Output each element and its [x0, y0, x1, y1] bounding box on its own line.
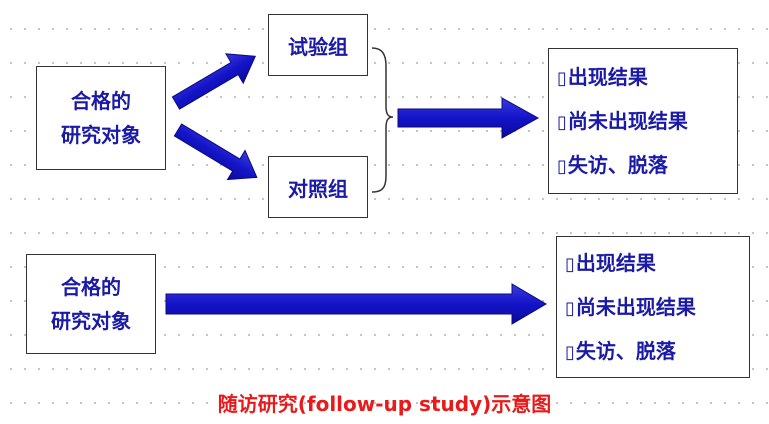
bottom-outcome-2: ▯尚未出现结果: [565, 285, 749, 329]
bottom-outcome-3: ▯失访、脱落: [565, 329, 749, 373]
top-outcome-3-label: 失访、脱落: [567, 153, 668, 177]
top-outcome-1: ▯出现结果: [557, 55, 737, 99]
experimental-group-box: 试验组: [268, 14, 368, 76]
top-eligible-subjects-box: 合格的 研究对象: [36, 66, 166, 170]
top-outcome-3: ▯失访、脱落: [557, 143, 737, 187]
bottom-outcome-1-label: 出现结果: [575, 251, 656, 275]
outcome-bullet: ▯: [565, 342, 575, 363]
bottom-outcome-2-label: 尚未出现结果: [575, 295, 696, 319]
arrow-to-control-group: [173, 123, 258, 181]
top-outcome-2-label: 尚未出现结果: [567, 109, 688, 133]
top-outcome-1-label: 出现结果: [567, 65, 648, 89]
control-group-box: 对照组: [268, 156, 368, 218]
bottom-outcome-3-label: 失访、脱落: [575, 339, 676, 363]
outcome-bullet: ▯: [557, 112, 567, 133]
bottom-subject-line-1: 合格的: [61, 275, 121, 299]
top-subject-line-1: 合格的: [71, 89, 131, 113]
diagram-caption: 随访研究(follow-up study)示意图: [217, 392, 552, 416]
bottom-outcomes-box: ▯出现结果 ▯尚未出现结果 ▯失访、脱落: [556, 236, 750, 378]
outcome-bullet: ▯: [565, 298, 575, 319]
control-group-label: 对照组: [288, 176, 348, 201]
group-brace: [371, 47, 394, 193]
outcome-bullet: ▯: [557, 68, 567, 89]
bottom-subject-line-2: 研究对象: [51, 309, 131, 333]
arrow-to-experimental-group: [171, 53, 257, 110]
top-outcome-2: ▯尚未出现结果: [557, 99, 737, 143]
experimental-group-label: 试验组: [288, 34, 348, 59]
bottom-eligible-subjects-box: 合格的 研究对象: [26, 254, 156, 354]
outcome-bullet: ▯: [565, 254, 575, 275]
bottom-outcome-1: ▯出现结果: [565, 241, 749, 285]
top-subject-line-2: 研究对象: [61, 123, 141, 147]
top-outcomes-box: ▯出现结果 ▯尚未出现结果 ▯失访、脱落: [548, 48, 738, 194]
arrow-to-bottom-outcomes: [165, 283, 547, 325]
arrow-to-top-outcomes: [397, 97, 540, 139]
outcome-bullet: ▯: [557, 156, 567, 177]
